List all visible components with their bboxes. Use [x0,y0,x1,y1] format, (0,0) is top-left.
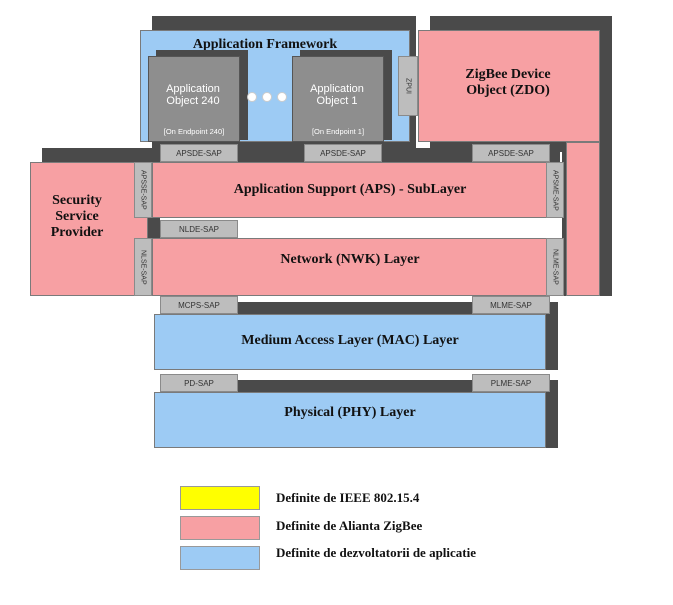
network-layer [152,238,548,296]
apsse-sap: APSSE-SAP [134,162,152,218]
legend-swatch-zigbee [180,516,260,540]
nwk-title: Network (NWK) Layer [280,251,420,267]
aps-title: Application Support (APS) - SubLayer [233,181,467,197]
security-title: Security Service Provider [50,192,104,241]
zdo-block [418,30,600,142]
right-management-column [566,142,600,296]
app-object-240-endpoint: [On Endpoint 240] [163,127,225,136]
app-object-1-label: Application Object 1 [310,83,364,107]
ellipsis-dot-2 [262,92,272,102]
app-object-240: Application Object 240 [On Endpoint 240] [148,56,240,142]
legend: Definite de IEEE 802.15.4 Definite de Al… [180,484,500,584]
phy-title: Physical (PHY) Layer [284,404,416,420]
legend-label-zigbee: Definite de Alianta ZigBee [276,518,423,533]
nlse-sap-label: NLSE-SAP [139,249,147,285]
legend-label-ieee: Definite de IEEE 802.15.4 [276,490,420,505]
apsde-sap-3: APSDE-SAP [472,144,550,162]
app-object-1: Application Object 1 [On Endpoint 1] [292,56,384,142]
ellipsis-dot-1 [247,92,257,102]
security-service-provider [30,162,148,296]
pd-sap: PD-SAP [160,374,238,392]
mcps-sap: MCPS-SAP [160,296,238,314]
apsde-sap-2: APSDE-SAP [304,144,382,162]
apsse-sap-label: APSSE-SAP [139,170,147,210]
mac-layer [154,314,546,370]
app-object-240-label: Application Object 240 [166,83,220,107]
apsme-sap-label: APSME-SAP [551,169,559,211]
zdo-title: ZigBee Device Object (ZDO) [465,66,551,98]
legend-swatch-ieee [180,486,260,510]
nlme-sap-label: NLME-SAP [551,249,559,285]
mac-title: Medium Access Layer (MAC) Layer [241,332,459,348]
apsme-sap: APSME-SAP [546,162,564,218]
nlme-sap: NLME-SAP [546,238,564,296]
plme-sap: PLME-SAP [472,374,550,392]
mlme-sap: MLME-SAP [472,296,550,314]
nlde-sap: NLDE-SAP [160,220,238,238]
zdo-vertical-sap-label: ZPUI [404,78,412,94]
app-object-1-endpoint: [On Endpoint 1] [311,127,365,136]
legend-swatch-developers [180,546,260,570]
ellipsis-dot-3 [277,92,287,102]
nlse-sap: NLSE-SAP [134,238,152,296]
application-framework-title: Application Framework [192,36,338,52]
aps-sublayer [152,162,548,218]
legend-label-developers: Definite de dezvoltatorii de aplicatie [276,545,477,560]
phy-layer [154,392,546,448]
zdo-vertical-sap: ZPUI [398,56,418,116]
apsde-sap-1: APSDE-SAP [160,144,238,162]
